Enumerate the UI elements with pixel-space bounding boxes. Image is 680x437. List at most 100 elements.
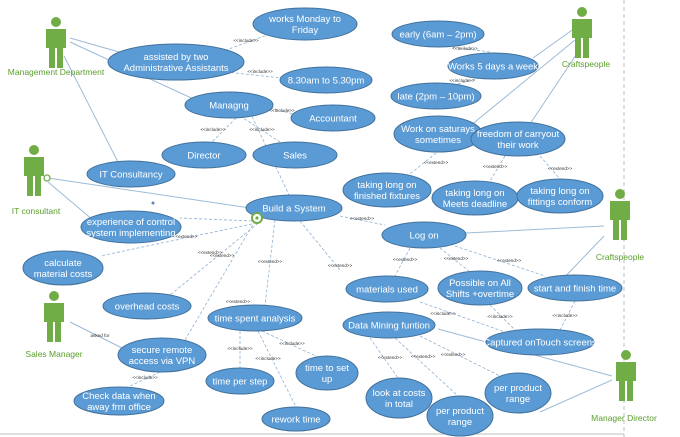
extend-label: <<extend>> (173, 234, 198, 239)
actor-label: Craftspeople (596, 252, 644, 262)
asked-for-label: asked for (91, 333, 110, 338)
extend-label: <<extend>> (441, 352, 466, 357)
usecase-captured[interactable]: Captured onTouch screens (483, 328, 597, 356)
usecase-label: finished fixtures (354, 191, 420, 202)
usecase-hours[interactable]: 8.30am to 5.30pm (279, 66, 373, 94)
usecase-ellipse (279, 66, 373, 94)
usecase-label: Friday (292, 25, 319, 36)
usecase-time-per-step[interactable]: time per step (205, 367, 275, 395)
actor-manager-director[interactable]: Manager Director (591, 350, 657, 423)
include-label: <<include>> (449, 78, 475, 83)
actor-head-icon (29, 145, 39, 155)
usecase-overhead[interactable]: overhead costs (102, 292, 192, 320)
usecase-ellipse (381, 221, 467, 249)
usecase-data-mining[interactable]: Data Mining funtion (342, 311, 436, 339)
actor-head-icon (577, 7, 587, 17)
usecase-label: Possible on All (449, 278, 511, 289)
usecase-managing[interactable]: Managng (184, 91, 274, 119)
include-dependency-line (127, 371, 161, 388)
actor-body-icon (24, 157, 44, 176)
actor-sales-manager[interactable]: Sales Manager (25, 291, 83, 359)
actor-leg-icon (27, 176, 33, 196)
usecase-label: Shifts +overtime (446, 289, 514, 300)
usecase-it-consultancy[interactable]: IT Consultancy (86, 160, 176, 188)
actor-body-icon (610, 201, 630, 220)
usecase-time-spent[interactable]: time spent analysis (207, 304, 303, 332)
usecase-label: fittings conform (528, 197, 592, 208)
usecase-build-system[interactable]: Build a System (245, 194, 343, 222)
actor-body-icon (616, 362, 636, 381)
usecase-label: Works 5 days a week (448, 61, 538, 72)
actor-it-consultant[interactable]: IT consultant (12, 145, 61, 216)
extend-label: <<extend>> (198, 250, 223, 255)
usecase-late[interactable]: late (2pm – 10pm) (390, 82, 482, 110)
usecase-ellipse (252, 7, 358, 41)
usecase-works5[interactable]: Works 5 days a week (447, 52, 539, 80)
usecase-label: experience of control (87, 217, 175, 228)
extend-dependency-line (394, 337, 459, 397)
usecase-label: range (506, 394, 530, 405)
extend-label: <<extend>> (210, 253, 235, 258)
usecase-label: per product (494, 383, 542, 394)
usecase-materials-used[interactable]: materials used (345, 275, 429, 303)
usecase-label: secure remote (132, 345, 193, 356)
actor-management[interactable]: Management Department (8, 17, 105, 77)
usecase-ellipse (80, 210, 182, 244)
include-label: <<include>> (269, 108, 295, 113)
usecase-label: Managng (209, 100, 249, 111)
usecase-accountant[interactable]: Accountant (290, 104, 376, 132)
actor-body-icon (572, 19, 592, 38)
usecase-sales[interactable]: Sales (252, 141, 338, 169)
extend-dependency-line (369, 337, 399, 379)
usecase-ellipse (245, 194, 343, 222)
usecase-label: late (2pm – 10pm) (397, 91, 474, 102)
usecase-early[interactable]: early (6am – 2pm) (391, 20, 485, 48)
usecase-log-on[interactable]: Log on (381, 221, 467, 249)
actor-leg-icon (613, 220, 619, 240)
usecase-label: rework time (271, 414, 320, 425)
extend-label: <<extend>> (226, 299, 251, 304)
actor-craftspeople-mid[interactable]: Craftspeople (596, 189, 644, 262)
extend-label: <<extend>> (350, 216, 375, 221)
connector-point-icon (151, 201, 155, 205)
usecase-ellipse (527, 274, 623, 302)
usecase-label: start and finish time (534, 283, 616, 294)
include-dependency-line (489, 304, 516, 331)
actor-head-icon (621, 350, 631, 360)
usecase-director[interactable]: Director (161, 141, 247, 169)
usecase-label: sometimes (415, 135, 461, 146)
usecase-rework[interactable]: rework time (261, 406, 331, 432)
actor-head-icon (615, 189, 625, 199)
usecase-ellipse (365, 377, 433, 419)
include-label: <<include>> (452, 46, 478, 51)
usecase-label: system implementing (86, 228, 175, 239)
association-line (47, 177, 251, 209)
include-dependency-line (269, 107, 294, 115)
usecase-ellipse (391, 20, 485, 48)
usecase-label: Director (187, 150, 220, 161)
actor-leg-icon (55, 322, 61, 342)
include-label: <<include>> (279, 341, 305, 346)
usecase-ellipse (426, 395, 494, 437)
actor-craftspeople-top[interactable]: Craftspeople (562, 7, 610, 69)
include-dependency-line (239, 115, 281, 143)
usecase-start-finish[interactable]: start and finish time (527, 274, 623, 302)
